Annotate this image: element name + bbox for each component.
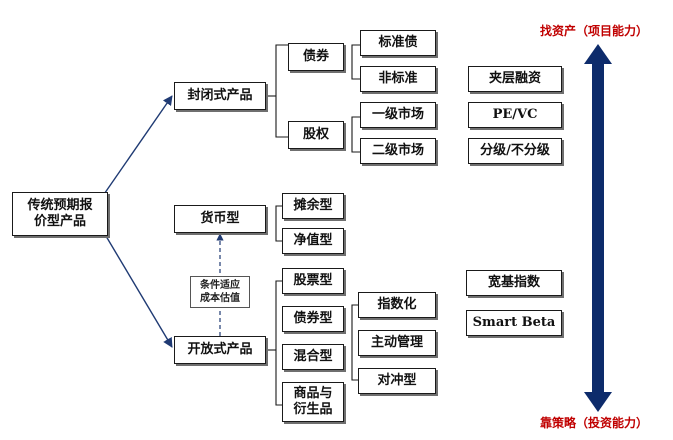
node-bond-type: 债券型 <box>282 306 344 332</box>
node-secondary-market: 二级市场 <box>360 138 436 164</box>
node-commodity: 商品与 衍生品 <box>282 382 344 422</box>
node-standard-bond: 标准债 <box>360 30 436 56</box>
node-bond: 债券 <box>288 43 344 71</box>
bracket-equity <box>351 116 364 153</box>
node-nonstandard: 非标准 <box>360 66 436 92</box>
link-root-open <box>99 225 173 348</box>
node-tiered: 分级/不分级 <box>468 138 562 164</box>
axis-bottom-label: 靠策略（投资能力） <box>540 416 649 430</box>
node-active-management: 主动管理 <box>358 330 436 356</box>
node-money: 货币型 <box>174 205 266 233</box>
bracket-bond <box>351 44 364 80</box>
node-mixed-type: 混合型 <box>282 344 344 370</box>
dashed-arrow-note: 条件适应 成本估值 <box>190 276 250 308</box>
node-open: 开放式产品 <box>174 336 266 364</box>
node-broad-index: 宽基指数 <box>466 270 562 296</box>
bracket-closed <box>275 44 288 138</box>
node-smart-beta: Smart Beta <box>466 310 562 336</box>
node-stock-type: 股票型 <box>282 268 344 294</box>
axis-top-label: 找资产（项目能力） <box>540 24 649 38</box>
node-root: 传统预期报 价型产品 <box>12 192 108 236</box>
node-indexed: 指数化 <box>358 292 436 318</box>
node-mezzanine: 夹层融资 <box>468 66 562 92</box>
double-arrow-axis <box>584 44 612 412</box>
node-equity: 股权 <box>288 121 344 149</box>
node-amortized-cost: 摊余型 <box>282 193 344 219</box>
node-primary-market: 一级市场 <box>360 102 436 128</box>
node-net-value: 净值型 <box>282 228 344 254</box>
node-closed: 封闭式产品 <box>174 82 266 110</box>
node-pevc: PE/VC <box>468 102 562 128</box>
link-root-closed <box>99 95 173 201</box>
node-hedge: 对冲型 <box>358 368 436 394</box>
